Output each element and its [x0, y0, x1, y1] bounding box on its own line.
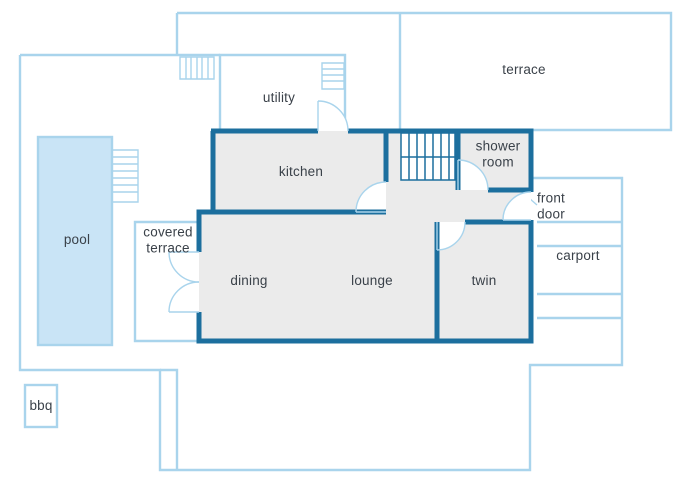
utility-door-arc — [317, 100, 349, 132]
kitchen-door-arc — [355, 181, 387, 213]
patio-door-arc-top — [168, 251, 200, 283]
covered-terrace-outline — [133, 220, 199, 343]
top-left-edge — [20, 13, 220, 57]
front-door-swing — [503, 192, 531, 220]
wall-right-bottom-left — [196, 220, 534, 344]
patio-door-swing-top — [169, 252, 199, 282]
room-label-pool: pool — [63, 232, 91, 248]
room-label-twin: twin — [471, 273, 497, 289]
house-floor — [199, 131, 531, 341]
pool-steps-icon — [112, 149, 139, 203]
utility-door-swing — [318, 101, 348, 131]
room-label-terrace: terrace — [502, 62, 546, 78]
bbq-outline — [23, 383, 59, 429]
utility-fixture-icon — [321, 62, 345, 90]
shower-door-swing — [458, 160, 488, 190]
kitchen-door-swing — [356, 182, 386, 212]
patio-door-swing-bottom — [169, 282, 199, 312]
room-label-kitchen: kitchen — [278, 164, 324, 180]
room-label-shower-room: shower room — [475, 138, 521, 169]
stairs-icon — [400, 132, 456, 181]
room-label-dining: dining — [230, 273, 268, 289]
twin-door-arc — [436, 221, 466, 251]
window-grate-icon — [179, 56, 215, 80]
wall-left-upper-and-kitchen-bottom — [196, 209, 386, 252]
terrace-outline — [177, 11, 673, 132]
room-label-covered-terrace: covered terrace — [143, 224, 193, 255]
door-arcs — [168, 100, 532, 313]
front-door-arc — [502, 191, 532, 221]
wall-top-right — [348, 128, 534, 192]
boundary-line — [18, 55, 624, 472]
door-swing-areas — [169, 101, 531, 312]
room-label-lounge: lounge — [351, 273, 393, 289]
patio-door-arc-bottom — [168, 281, 200, 313]
pool-shape — [36, 135, 114, 347]
room-label-carport: carport — [556, 248, 600, 264]
twin-door-swing — [437, 222, 465, 250]
utility-outline — [218, 53, 347, 130]
carport-stripes — [537, 220, 622, 320]
path-strip — [160, 368, 179, 470]
room-label-utility: utility — [262, 90, 296, 106]
shower-door-arc — [457, 159, 489, 191]
label-front-door: front door — [536, 190, 565, 221]
property-outline — [18, 11, 673, 472]
room-label-bbq: bbq — [29, 398, 53, 414]
